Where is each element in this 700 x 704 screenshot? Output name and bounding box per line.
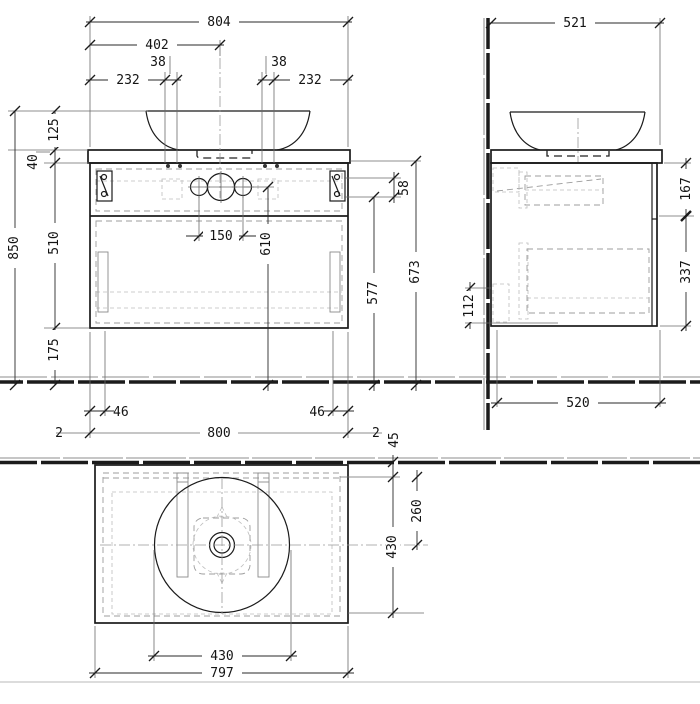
dim-front-gap-right: 2 [372,426,380,441]
side-basin [509,111,646,151]
front-dimensions: 804 402 38 38 232 232 850 125 40 510 175… [7,15,423,441]
dim-front-basin-height: 125 [47,118,62,141]
dim-front-bracket-spacing: 58 [397,180,412,196]
side-cabinet [490,162,658,327]
dim-front-basin-edge-right: 232 [298,73,321,88]
dim-plan-drain-center-depth: 260 [410,499,425,522]
front-drill-holes [188,171,254,203]
dim-side-drawer-section-height: 337 [679,260,694,283]
dim-front-tap-hole-spacing: 150 [209,229,232,244]
plan-dimensions: 45 260 430 430 797 [89,432,425,681]
dim-plan-basin-depth: 430 [385,535,400,558]
dim-front-bracket-height: 577 [366,281,381,304]
side-countertop [490,149,663,164]
plan-drawer-slides [176,472,270,578]
dim-front-countertop-thickness: 40 [26,154,41,170]
floor-line [0,376,700,384]
front-view [87,58,351,329]
dim-plan-basin-diameter: 430 [210,649,233,664]
front-fitting-left [161,178,183,200]
plan-cabinet-hidden [102,472,341,617]
front-cabinet [89,162,349,329]
wall-line-side [483,18,490,430]
wall-line-plan [0,457,700,465]
plan-view [94,464,428,624]
dim-front-floor-clearance: 175 [47,338,62,361]
front-basin [145,110,311,151]
dim-front-overall-width: 804 [207,15,231,30]
dim-front-cabinet-top-height: 673 [408,260,423,283]
side-view [490,111,663,327]
side-countertop-recess [546,150,610,157]
dim-side-top-section-height: 167 [679,177,694,200]
dim-front-gap-left: 2 [55,426,63,441]
front-fixing-screws [166,164,279,168]
dim-front-basin-edge-left: 232 [116,73,139,88]
dim-front-drain-center-height: 610 [259,232,274,255]
front-countertop [87,149,351,164]
dim-front-cabinet-width: 800 [207,426,230,441]
front-bracket-right [329,170,346,202]
dim-plan-countertop-width: 797 [210,666,233,681]
front-bracket-left [96,170,113,202]
dim-plan-wall-gap: 45 [387,432,402,448]
dim-front-tap-hole-right: 38 [271,55,287,70]
dim-side-rear-clearance: 112 [462,294,477,317]
dim-front-center-offset: 402 [145,38,168,53]
dim-side-overall-depth: 521 [563,16,586,31]
dim-front-foot-inset-right: 46 [309,405,325,420]
dim-front-cabinet-height: 510 [47,231,62,254]
dim-front-foot-inset-left: 46 [113,405,129,420]
plan-countertop [94,464,349,624]
dim-front-overall-height: 850 [7,236,22,259]
dim-front-tap-hole-left: 38 [150,55,166,70]
side-dimensions: 521 167 337 112 520 [462,16,694,411]
front-countertop-recess [196,150,253,159]
dim-side-cabinet-depth: 520 [566,396,589,411]
